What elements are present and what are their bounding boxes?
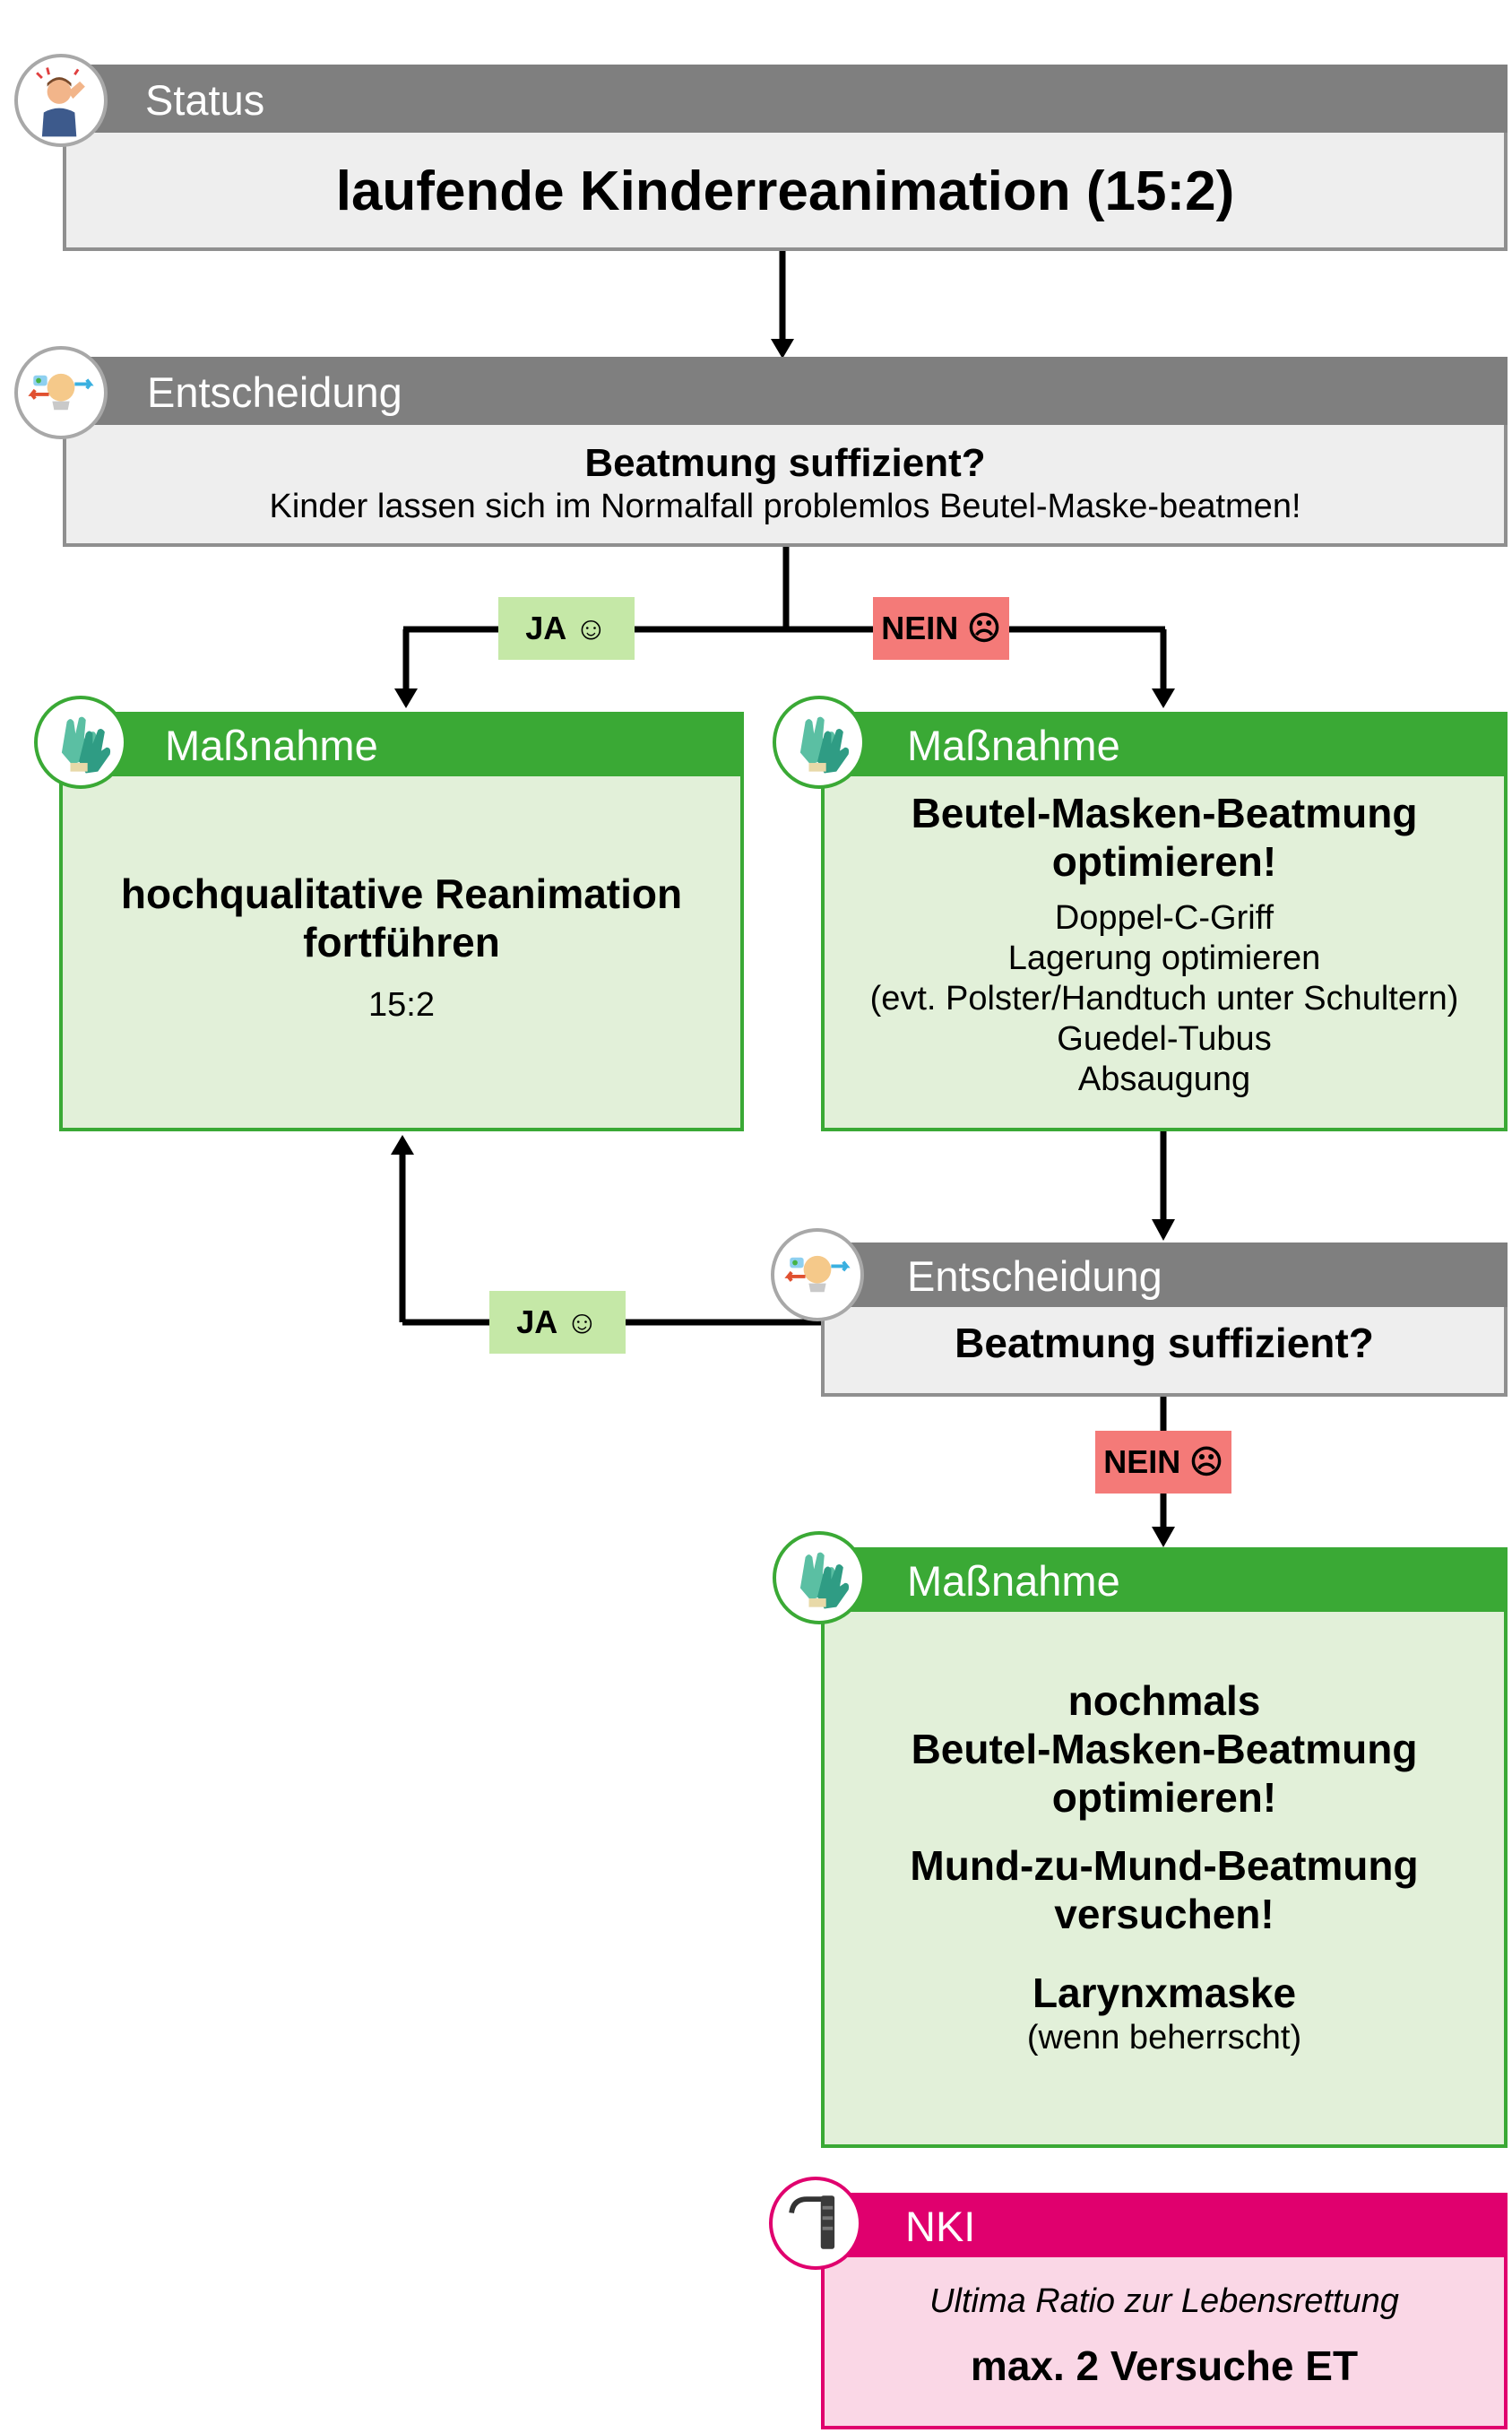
decision2-box: Beatmung suffizient? <box>821 1307 1508 1397</box>
nki-header: NKI <box>821 2193 1508 2257</box>
list-item: Guedel-Tubus <box>1057 1020 1272 1058</box>
decision1-header-label: Entscheidung <box>147 368 402 416</box>
decision2-header-label: Entscheidung <box>907 1252 1162 1300</box>
gloves-icon <box>773 1531 866 1624</box>
status-title: laufende Kinderreanimation (15:2) <box>335 160 1235 222</box>
status-header: Status <box>63 65 1508 133</box>
measure-bottom-line1: nochmals <box>1067 1677 1261 1724</box>
laryngoscope-icon <box>769 2177 862 2270</box>
measure-bottom-line2: Beutel-Masken-Beatmung <box>911 1726 1418 1772</box>
measure-left-header-label: Maßnahme <box>165 722 378 769</box>
nki-header-label: NKI <box>905 2203 976 2250</box>
measure-left-box: hochqualitative Reanimation fortführen 1… <box>59 776 744 1131</box>
nki-title: max. 2 Versuche ET <box>970 2342 1359 2389</box>
gloves-icon <box>773 696 866 789</box>
person-headache-icon <box>14 54 108 147</box>
measure-right-box: Beutel-Masken-Beatmung optimieren! Doppe… <box>821 776 1508 1131</box>
nein-label-2: NEIN ☹ <box>1095 1431 1231 1494</box>
measure-bottom-line7: (wenn beherrscht) <box>1026 2019 1302 2056</box>
decision1-subtitle: Kinder lassen sich im Normalfall problem… <box>269 488 1301 525</box>
decision-brain-icon <box>14 346 108 439</box>
measure-left-detail: 15:2 <box>368 986 435 1024</box>
measure-bottom-header-label: Maßnahme <box>907 1557 1120 1605</box>
list-item: Doppel-C-Griff <box>1054 899 1274 937</box>
gloves-icon <box>34 696 127 789</box>
decision-brain-icon <box>771 1228 864 1321</box>
decision1-title: Beatmung suffizient? <box>584 441 986 485</box>
measure-bottom-line4: Mund-zu-Mund-Beatmung <box>910 1842 1419 1889</box>
measure-right-title-2: optimieren! <box>1051 838 1277 885</box>
measure-bottom-line3: optimieren! <box>1051 1774 1277 1821</box>
decision1-header: Entscheidung <box>63 357 1508 425</box>
measure-bottom-header: Maßnahme <box>821 1547 1508 1612</box>
status-header-label: Status <box>145 76 265 124</box>
ja-label-1: JA ☺ <box>498 597 635 660</box>
nein-label-1: NEIN ☹ <box>873 597 1009 660</box>
measure-right-header: Maßnahme <box>821 712 1508 776</box>
decision1-box: Beatmung suffizient? Kinder lassen sich … <box>63 425 1508 547</box>
nki-subtitle: Ultima Ratio zur Lebensrettung <box>929 2282 1399 2320</box>
measure-left-title-2: fortführen <box>303 919 500 965</box>
list-item: (evt. Polster/Handtuch unter Schultern) <box>869 980 1459 1017</box>
status-box: laufende Kinderreanimation (15:2) <box>63 133 1508 251</box>
list-item: Absaugung <box>1077 1061 1251 1098</box>
decision2-title: Beatmung suffizient? <box>955 1320 1374 1366</box>
ja-label-2: JA ☺ <box>489 1291 626 1354</box>
measure-bottom-line5: versuchen! <box>1054 1891 1274 1937</box>
measure-right-title-1: Beutel-Masken-Beatmung <box>911 790 1418 836</box>
list-item: Lagerung optimieren <box>1007 939 1321 977</box>
measure-left-title-1: hochqualitative Reanimation <box>120 870 683 917</box>
nki-box: Ultima Ratio zur Lebensrettung max. 2 Ve… <box>821 2257 1508 2429</box>
measure-bottom-box: nochmals Beutel-Masken-Beatmung optimier… <box>821 1612 1508 2148</box>
measure-bottom-line6: Larynxmaske <box>1032 1970 1297 2016</box>
measure-left-header: Maßnahme <box>59 712 744 776</box>
measure-right-list: Doppel-C-Griff Lagerung optimieren (evt.… <box>825 898 1504 1100</box>
decision2-header: Entscheidung <box>821 1242 1508 1307</box>
measure-right-header-label: Maßnahme <box>907 722 1120 769</box>
